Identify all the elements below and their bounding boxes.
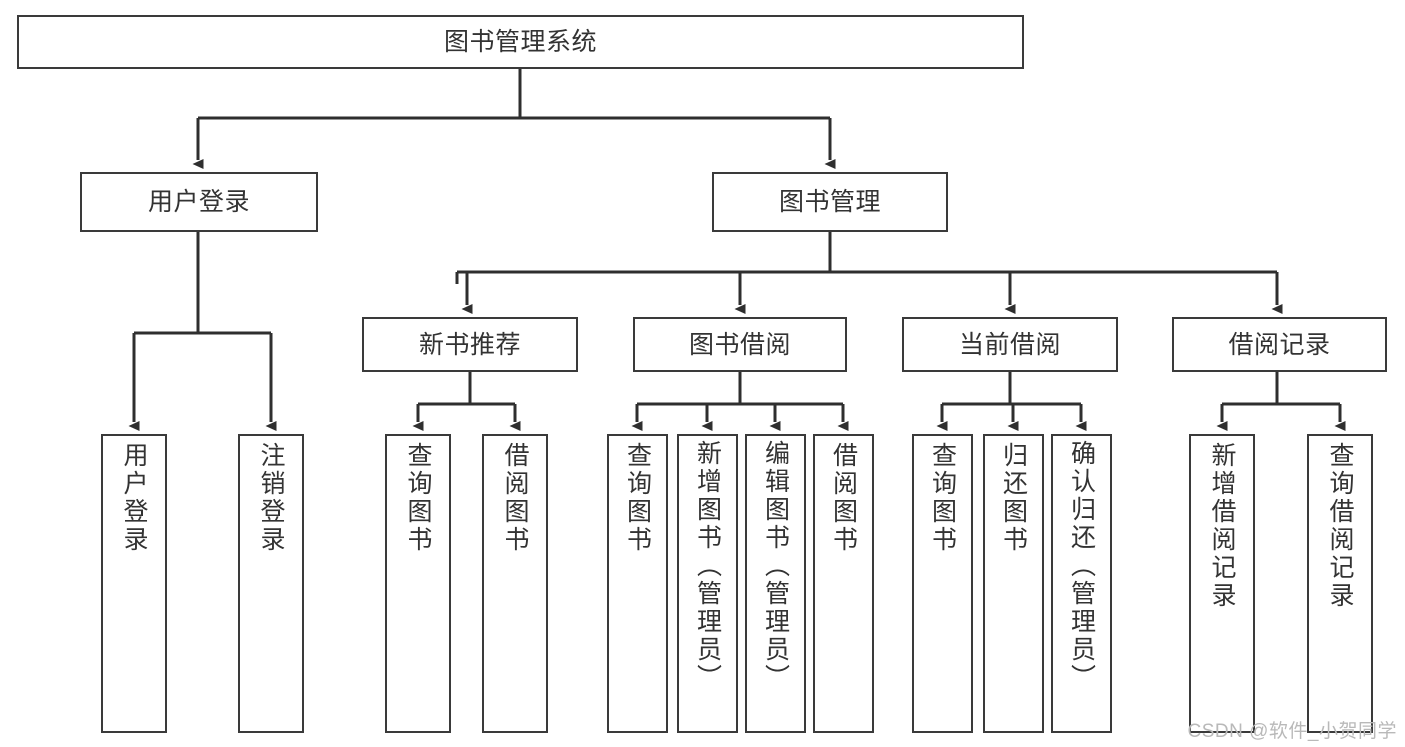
leaf-edit-book-admin-label: 编辑图书（管理员） bbox=[761, 440, 790, 692]
leaf-user-login-label: 用户登录 bbox=[120, 442, 148, 554]
leaf-query-book-cur[interactable]: 查询图书 bbox=[912, 434, 973, 733]
leaf-query-borrow-record-label: 查询借阅记录 bbox=[1326, 442, 1354, 610]
node-current-borrow-label: 当前借阅 bbox=[958, 330, 1061, 359]
node-user-login[interactable]: 用户登录 bbox=[80, 172, 318, 232]
leaf-borrow-book-rec[interactable]: 借阅图书 bbox=[482, 434, 548, 733]
leaf-query-book-rec-label: 查询图书 bbox=[404, 442, 432, 554]
node-borrow-record-label: 借阅记录 bbox=[1228, 330, 1331, 359]
leaf-query-borrow-record[interactable]: 查询借阅记录 bbox=[1307, 434, 1373, 733]
node-book-manage-label: 图书管理 bbox=[778, 188, 881, 216]
leaf-edit-book-admin[interactable]: 编辑图书（管理员） bbox=[745, 434, 806, 733]
leaf-query-book-borrow[interactable]: 查询图书 bbox=[607, 434, 668, 733]
leaf-user-logout-label: 注销登录 bbox=[257, 442, 285, 554]
node-book-manage[interactable]: 图书管理 bbox=[712, 172, 948, 232]
node-borrow-record[interactable]: 借阅记录 bbox=[1172, 317, 1387, 372]
leaf-query-book-cur-label: 查询图书 bbox=[928, 442, 957, 554]
node-current-borrow[interactable]: 当前借阅 bbox=[902, 317, 1118, 372]
leaf-add-borrow-record[interactable]: 新增借阅记录 bbox=[1189, 434, 1255, 733]
node-new-book-recommend[interactable]: 新书推荐 bbox=[362, 317, 578, 372]
leaf-user-logout[interactable]: 注销登录 bbox=[238, 434, 304, 733]
leaf-add-book-admin-label: 新增图书（管理员） bbox=[693, 440, 722, 692]
leaf-confirm-return-admin[interactable]: 确认归还（管理员） bbox=[1051, 434, 1112, 733]
leaf-user-login[interactable]: 用户登录 bbox=[101, 434, 167, 733]
leaf-add-borrow-record-label: 新增借阅记录 bbox=[1208, 442, 1236, 610]
leaf-borrow-book-label: 借阅图书 bbox=[829, 442, 858, 554]
leaf-query-book-borrow-label: 查询图书 bbox=[623, 442, 652, 554]
leaf-add-book-admin[interactable]: 新增图书（管理员） bbox=[677, 434, 738, 733]
node-book-borrow-label: 图书借阅 bbox=[688, 330, 791, 359]
watermark-text: CSDN @软件_小贺同学 bbox=[1187, 721, 1397, 742]
node-book-borrow[interactable]: 图书借阅 bbox=[633, 317, 847, 372]
leaf-confirm-return-admin-label: 确认归还（管理员） bbox=[1067, 440, 1096, 692]
leaf-return-book-label: 归还图书 bbox=[999, 442, 1028, 554]
node-new-book-recommend-label: 新书推荐 bbox=[418, 330, 521, 359]
leaf-return-book[interactable]: 归还图书 bbox=[983, 434, 1044, 733]
node-root[interactable]: 图书管理系统 bbox=[17, 15, 1024, 69]
leaf-borrow-book-rec-label: 借阅图书 bbox=[501, 442, 529, 554]
leaf-borrow-book[interactable]: 借阅图书 bbox=[813, 434, 874, 733]
leaf-query-book-rec[interactable]: 查询图书 bbox=[385, 434, 451, 733]
node-user-login-label: 用户登录 bbox=[147, 188, 250, 216]
node-root-label: 图书管理系统 bbox=[443, 28, 597, 56]
